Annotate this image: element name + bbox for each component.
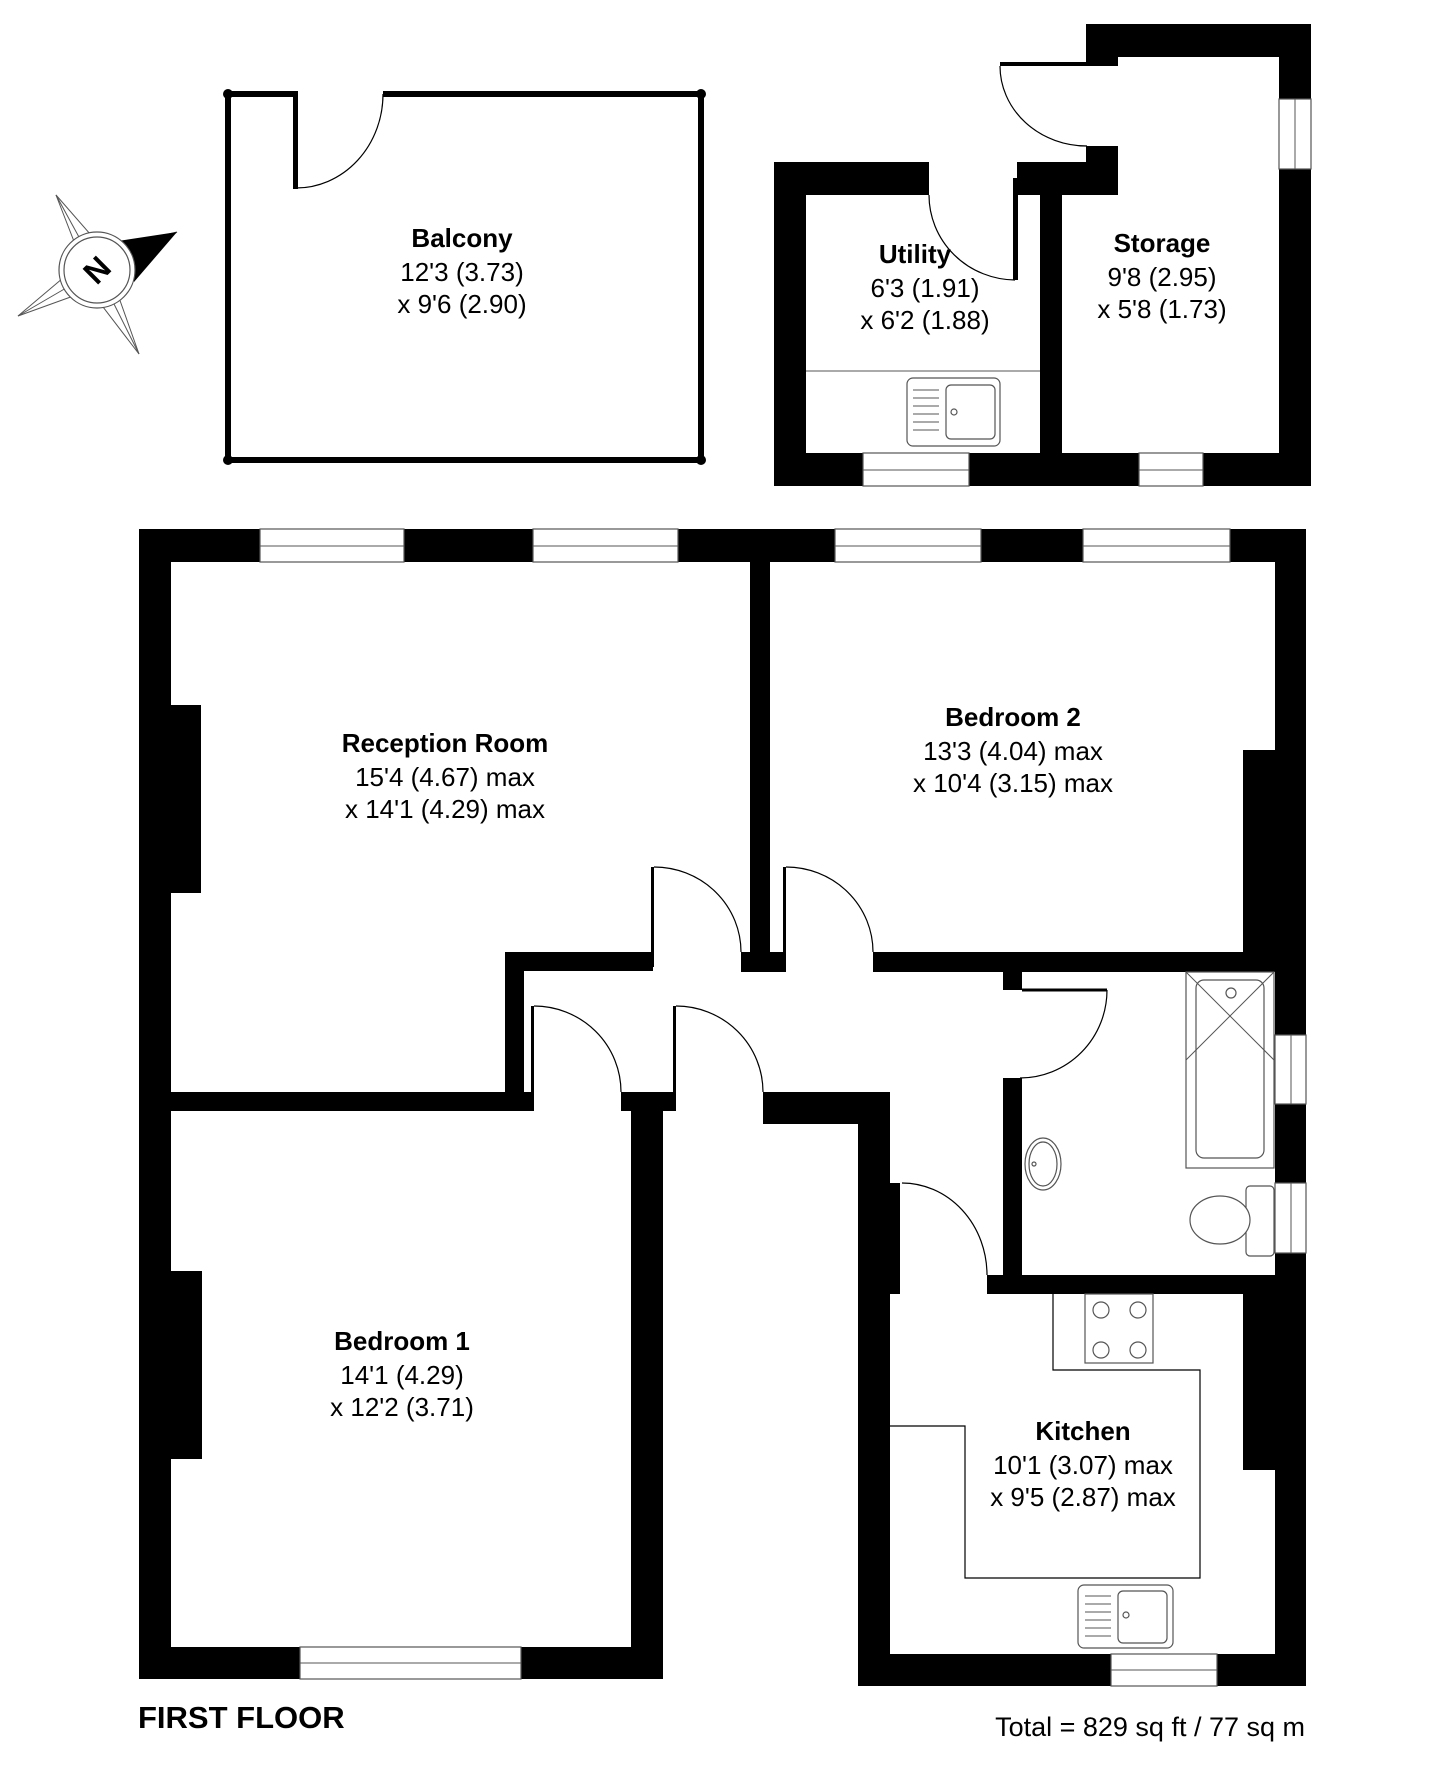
hob-icon bbox=[1084, 1293, 1154, 1364]
room-reception: Reception Room 15'4 (4.67) max x 14'1 (4… bbox=[342, 728, 549, 824]
door-swing-icon bbox=[928, 194, 1016, 281]
toilet-icon bbox=[1189, 1185, 1275, 1257]
room-name: Balcony bbox=[411, 223, 513, 253]
room-utility: Utility 6'3 (1.91) x 6'2 (1.88) bbox=[774, 162, 1306, 487]
floor-label: FIRST FLOOR bbox=[138, 1700, 345, 1735]
door-swing-icon bbox=[533, 1005, 622, 1093]
room-name: Bedroom 2 bbox=[945, 702, 1081, 732]
room-name: Utility bbox=[879, 239, 952, 269]
door-swing-icon bbox=[999, 65, 1088, 147]
room-storage: Storage 9'8 (2.95) x 5'8 (1.73) bbox=[999, 24, 1312, 487]
room-name: Storage bbox=[1114, 228, 1211, 258]
room-name: Kitchen bbox=[1035, 1416, 1130, 1446]
room-dimension: x 12'2 (3.71) bbox=[330, 1392, 474, 1422]
door-swing-icon bbox=[901, 1182, 988, 1276]
door-swing-icon bbox=[785, 866, 874, 953]
room-dimension: 13'3 (4.04) max bbox=[923, 736, 1103, 766]
chimney-breast bbox=[171, 705, 201, 893]
room-dimension: x 10'4 (3.15) max bbox=[913, 768, 1113, 798]
room-dimension: 14'1 (4.29) bbox=[340, 1360, 464, 1390]
door-swing-icon bbox=[295, 93, 384, 189]
room-name: Reception Room bbox=[342, 728, 549, 758]
room-dimension: 9'8 (2.95) bbox=[1107, 262, 1216, 292]
total-area: Total = 829 sq ft / 77 sq m bbox=[995, 1712, 1305, 1742]
room-dimension: x 14'1 (4.29) max bbox=[345, 794, 545, 824]
compass-rose-icon: N bbox=[17, 194, 178, 355]
room-dimension: 12'3 (3.73) bbox=[400, 257, 524, 287]
room-dimension: 15'4 (4.67) max bbox=[355, 762, 535, 792]
sink-icon bbox=[1077, 1584, 1174, 1649]
basin-icon bbox=[1024, 1137, 1062, 1191]
sink-icon bbox=[906, 377, 1001, 447]
room-kitchen: Kitchen 10'1 (3.07) max x 9'5 (2.87) max bbox=[990, 1416, 1176, 1512]
door-swing-icon bbox=[1019, 989, 1108, 1079]
room-balcony: Balcony 12'3 (3.73) x 9'6 (2.90) bbox=[223, 89, 706, 465]
room-name: Bedroom 1 bbox=[334, 1326, 470, 1356]
bath-icon bbox=[1185, 971, 1275, 1169]
room-dimension: x 9'6 (2.90) bbox=[397, 289, 526, 319]
room-dimension: x 6'2 (1.88) bbox=[860, 305, 989, 335]
room-dimension: 6'3 (1.91) bbox=[870, 273, 979, 303]
kitchen-counter bbox=[890, 1294, 1201, 1579]
room-bedroom2: Bedroom 2 13'3 (4.04) max x 10'4 (3.15) … bbox=[913, 702, 1113, 798]
room-dimension: 10'1 (3.07) max bbox=[993, 1450, 1173, 1480]
main-flat bbox=[139, 528, 1307, 1687]
door-swing-icon bbox=[675, 1005, 764, 1093]
room-dimension: x 9'5 (2.87) max bbox=[990, 1482, 1176, 1512]
room-bedroom1: Bedroom 1 14'1 (4.29) x 12'2 (3.71) bbox=[330, 1326, 474, 1422]
room-dimension: x 5'8 (1.73) bbox=[1097, 294, 1226, 324]
chimney-breast bbox=[171, 1271, 202, 1459]
door-swing-icon bbox=[653, 866, 742, 953]
